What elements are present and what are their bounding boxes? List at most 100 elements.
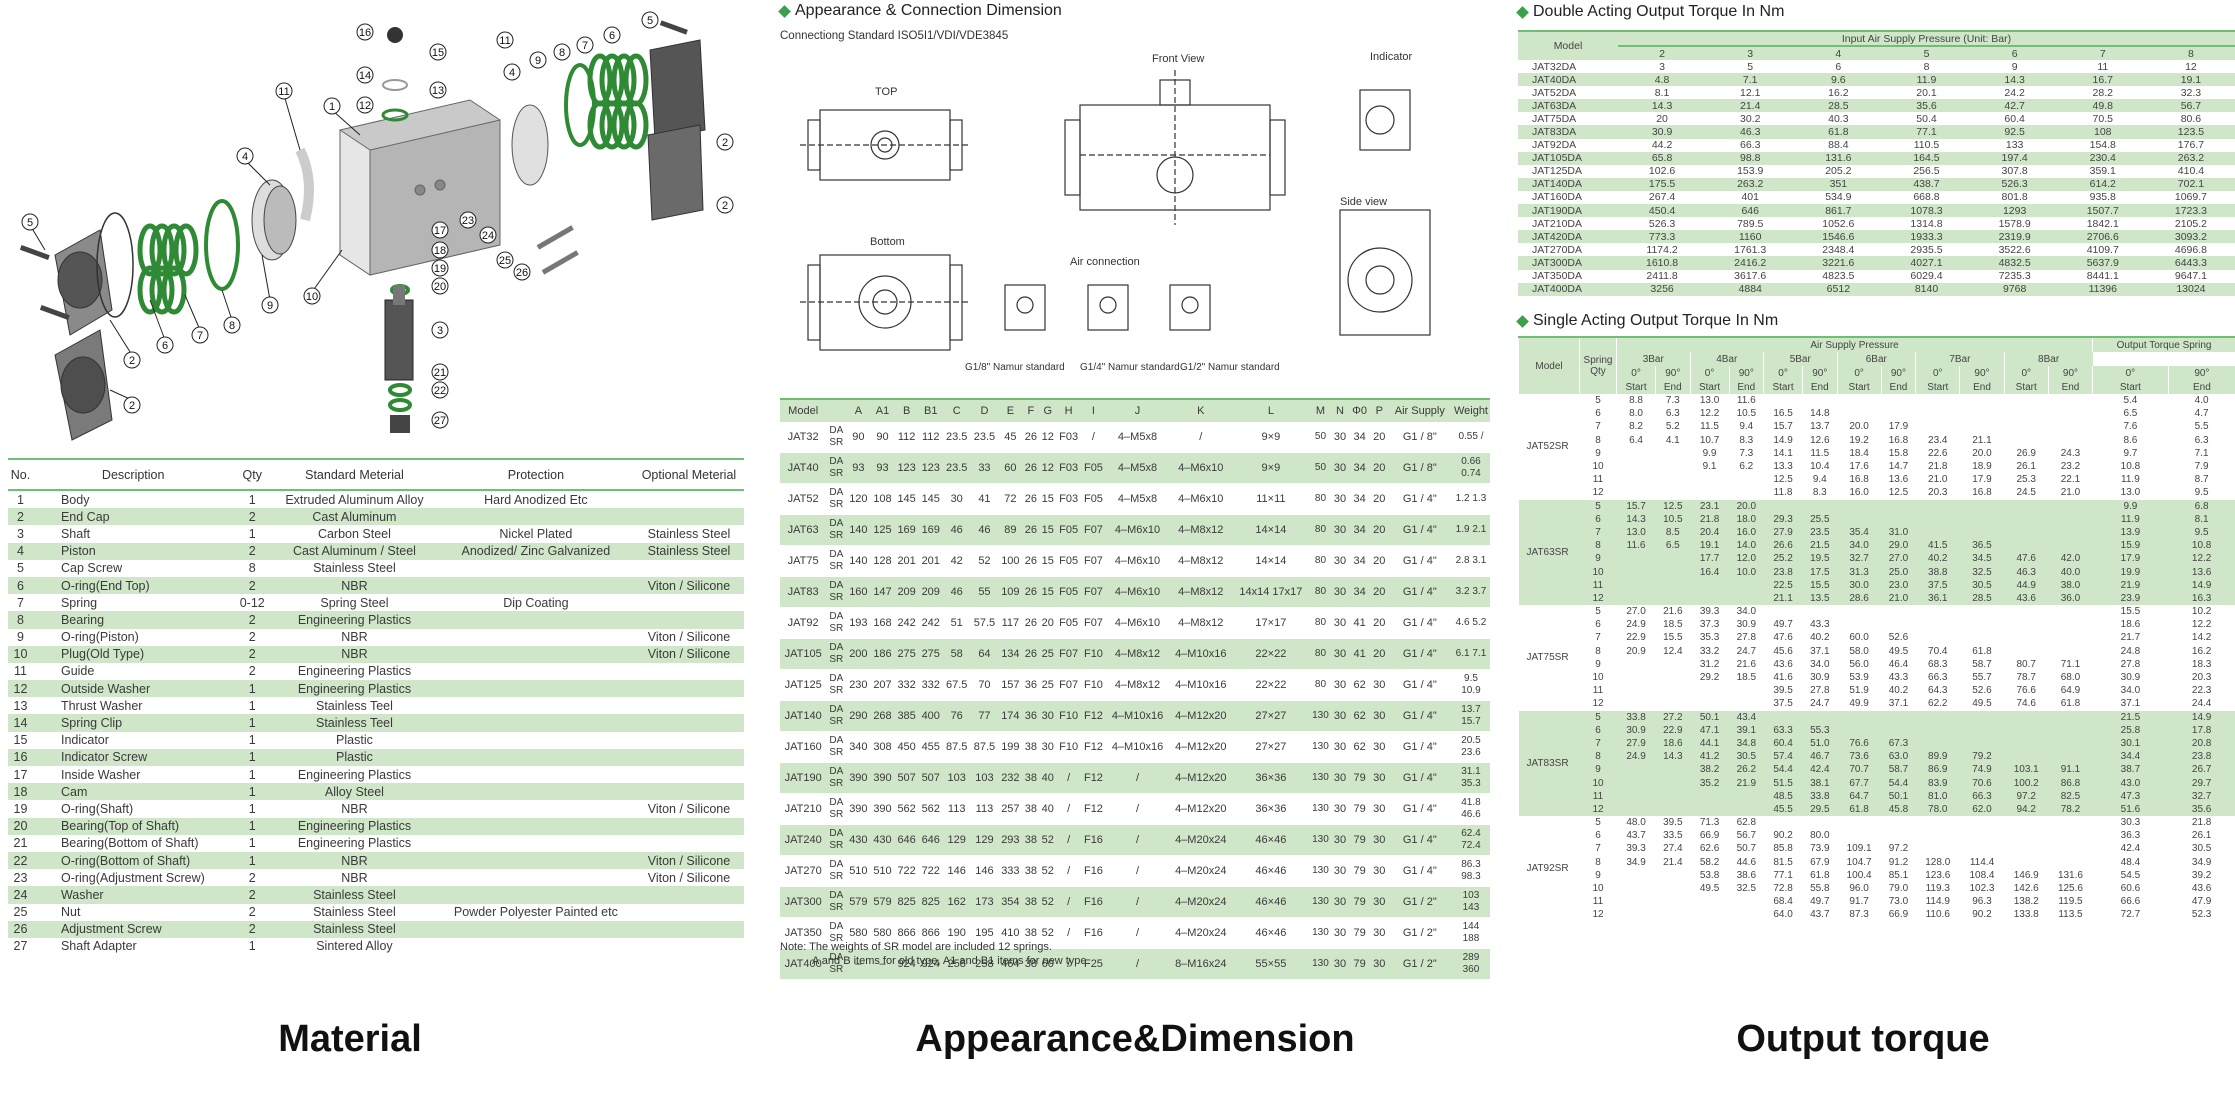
dimension-cell: 26 — [1022, 514, 1040, 546]
sa-torque-cell — [1616, 459, 1656, 474]
da-model-cell: JAT125DA — [1518, 164, 1618, 178]
da-torque-cell: 1052.6 — [1794, 217, 1883, 231]
dimension-col-header: Model — [780, 398, 827, 422]
sa-torque-cell: 66.3 — [1959, 789, 2005, 803]
material-cell: 24 — [8, 886, 33, 904]
dimension-cell: G1 / 4" — [1387, 638, 1452, 670]
da-pressure-col: 6 — [1970, 45, 2059, 60]
sa-torque-cell — [1616, 684, 1656, 698]
dimension-cell: 55 — [970, 576, 999, 608]
da-torque-cell: 3617.6 — [1706, 269, 1795, 283]
dimension-col-header: Φ0 — [1348, 398, 1371, 422]
sa-torque-cell: 100.4 — [1837, 868, 1882, 882]
sa-torque-cell — [1837, 816, 1882, 830]
sa-torque-cell: 47.6 — [2004, 552, 2049, 566]
material-cell: Engineering Plastics — [271, 834, 438, 852]
dimension-cell: DA SR — [826, 422, 847, 453]
sa-torque-cell — [2048, 631, 2093, 645]
dimension-cell: F12 — [1081, 700, 1106, 732]
da-torque-cell: 9647.1 — [2146, 269, 2235, 283]
sa-torque-cell: 24.4 — [2168, 697, 2235, 711]
dimension-cell: JAT270 — [780, 855, 827, 887]
dimension-cell: 80 — [1309, 545, 1332, 577]
dimension-cell: 130 — [1309, 700, 1332, 732]
material-cell: 7 — [8, 594, 33, 612]
dimension-cell: G1 / 4" — [1387, 514, 1452, 546]
svg-text:26: 26 — [516, 267, 528, 279]
svg-text:4: 4 — [509, 67, 515, 79]
da-torque-cell: 50.4 — [1882, 112, 1971, 126]
da-torque-cell: 4027.1 — [1882, 256, 1971, 270]
da-torque-cell: 1293 — [1970, 204, 2059, 218]
sa-torque-cell: 13.0 — [1690, 394, 1730, 408]
dimension-cell: 146 — [942, 855, 971, 887]
dimension-cell: 4–M6x10 — [1169, 483, 1233, 515]
dimension-cell: 4–M8x12 — [1169, 607, 1233, 639]
sa-torque-cell: 50.1 — [1881, 789, 1916, 803]
svg-text:7: 7 — [197, 330, 203, 342]
sa-torque-cell: 23.8 — [1763, 565, 1803, 579]
material-cell: O-ring(Shaft) — [32, 800, 234, 818]
sa-torque-cell — [1616, 446, 1656, 460]
dimension-cell: JAT32 — [780, 422, 827, 453]
single-acting-heading: Single Acting Output Torque In Nm — [1516, 312, 1778, 330]
sa-torque-cell: 12.2 — [2168, 552, 2235, 566]
sa-torque-cell: 34.0 — [1802, 657, 1837, 671]
da-torque-cell: 4823.5 — [1794, 269, 1883, 283]
dimension-cell: 79 — [1348, 886, 1371, 918]
sa-start-header: Start — [1915, 380, 1960, 394]
da-torque-cell: 164.5 — [1882, 151, 1971, 165]
svg-text:4: 4 — [242, 151, 248, 163]
sa-torque-cell — [2048, 816, 2093, 830]
sa-spring-qty-cell: 5 — [1579, 816, 1617, 830]
sa-torque-cell: 8.0 — [1616, 407, 1656, 421]
sa-torque-cell: 26.1 — [2004, 459, 2049, 474]
sa-torque-cell: 8.5 — [1655, 525, 1690, 540]
material-cell: Engineering Plastics — [271, 766, 438, 784]
da-model-cell: JAT190DA — [1518, 204, 1618, 218]
material-cell: 2 — [233, 611, 272, 629]
dimension-cell: 562 — [894, 793, 919, 825]
sa-torque-cell: 16.8 — [1837, 473, 1882, 487]
sa-torque-cell: 11.6 — [1616, 539, 1656, 553]
dimension-cell: 14×14 — [1232, 514, 1310, 546]
sa-torque-cell: 94.2 — [2004, 802, 2049, 816]
sa-torque-cell: 9.7 — [2092, 446, 2169, 460]
dimension-cell: 79 — [1348, 824, 1371, 856]
dimension-col-header: Air Supply — [1387, 398, 1452, 422]
dimension-cell: 169 — [918, 514, 943, 546]
sa-torque-cell: 11.8 — [1763, 486, 1803, 500]
dimension-cell: G1 / 4" — [1387, 824, 1452, 856]
da-model-cell: JAT350DA — [1518, 269, 1618, 283]
dimension-cell: 209 — [918, 576, 943, 608]
sa-torque-cell: 133.8 — [2004, 908, 2049, 922]
sa-torque-cell: 15.5 — [1802, 578, 1837, 592]
dimension-cell: 866 — [894, 917, 919, 949]
sa-spring-qty-cell: 12 — [1579, 697, 1617, 711]
dimension-cell: 4–M20x24 — [1169, 886, 1233, 918]
dimension-cell: 4–M12x20 — [1169, 762, 1233, 794]
dimension-cell: 30 — [1370, 731, 1388, 763]
sa-torque-cell: 18.3 — [2168, 657, 2235, 671]
label-namur-3: G1/2" Namur standard — [1180, 362, 1280, 373]
sa-torque-cell: 22.9 — [1616, 631, 1656, 645]
da-torque-cell: 61.8 — [1794, 125, 1883, 139]
dimension-cell: F03 — [1056, 483, 1082, 515]
dimension-cell: 866 — [918, 917, 943, 949]
sa-torque-cell: 20.3 — [1915, 486, 1960, 500]
sa-torque-cell — [1690, 486, 1730, 500]
sa-torque-cell: 17.8 — [2168, 723, 2235, 737]
sa-torque-cell: 45.6 — [1763, 644, 1803, 658]
sa-torque-cell: 67.7 — [1837, 776, 1882, 790]
dimension-cell: 157 — [998, 669, 1023, 701]
material-cell: Stainless Steel — [271, 903, 438, 921]
dimension-cell: G1 / 8" — [1387, 422, 1452, 453]
